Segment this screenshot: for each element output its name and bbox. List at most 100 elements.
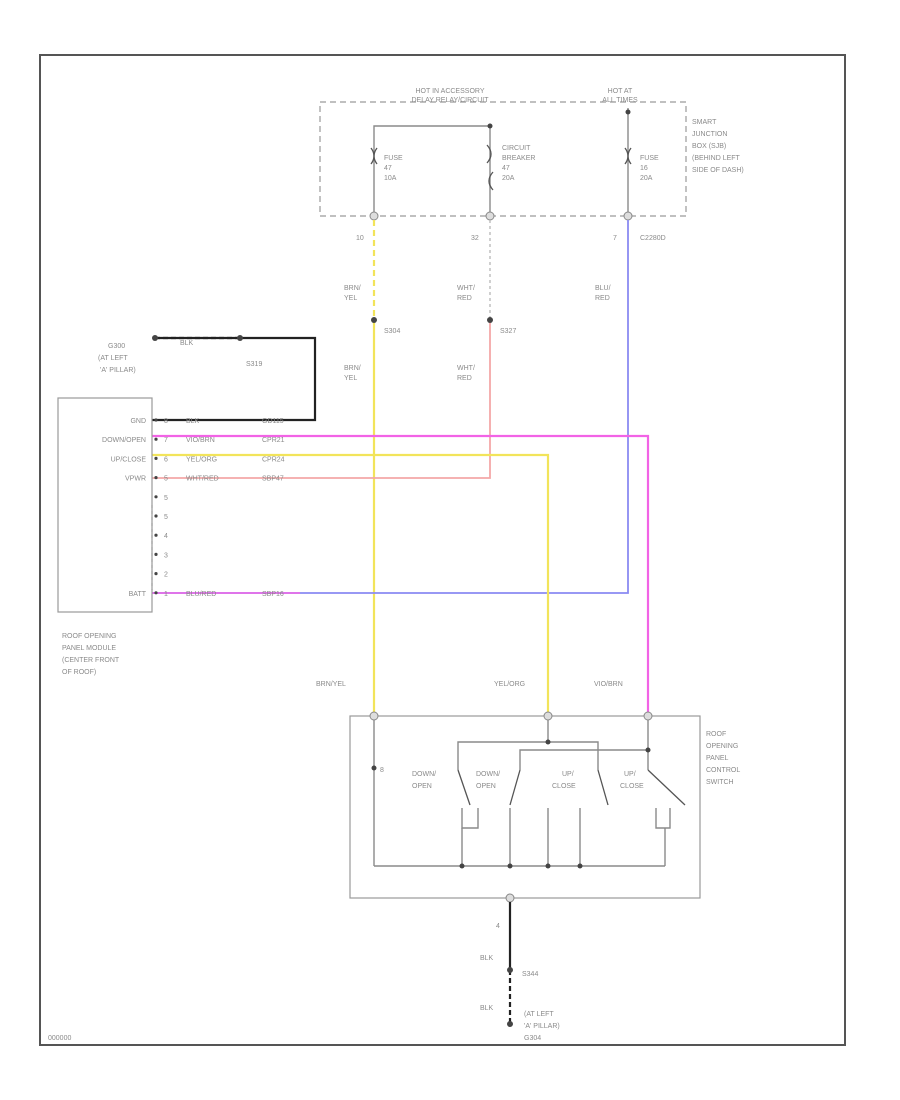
module-pin-terminal bbox=[154, 456, 158, 460]
switch-node-2 bbox=[645, 747, 651, 753]
fuse-b-line-1: FUSE bbox=[640, 155, 659, 162]
module-pin-label: UP/CLOSE bbox=[111, 456, 147, 463]
switch-bus-node-2 bbox=[507, 863, 513, 869]
contact-2-line-2: OPEN bbox=[476, 783, 496, 790]
ground-g300: BLK S319 G300 (AT LEFT 'A' PILLAR) bbox=[98, 335, 317, 422]
fuse-b-line-3: 20A bbox=[640, 175, 653, 182]
module-box bbox=[57, 397, 153, 613]
switch-name-5: SWITCH bbox=[706, 779, 734, 786]
module-pin-number: 2 bbox=[164, 572, 168, 579]
breaker-line-3: 47 bbox=[502, 165, 510, 172]
switch-pin-brn-yel bbox=[369, 711, 379, 721]
fuse-47-symbol bbox=[370, 147, 378, 165]
switch-name-1: ROOF bbox=[706, 731, 726, 738]
sjb-hot-label-1: HOT IN ACCESSORY bbox=[416, 88, 485, 95]
sjb-name-3: BOX (SJB) bbox=[692, 143, 726, 150]
switch-pin-yel-org bbox=[543, 711, 553, 721]
module-pin-label: GND bbox=[130, 418, 146, 425]
sjb-name-2: JUNCTION bbox=[692, 131, 727, 138]
switch-internal-yel bbox=[457, 720, 549, 770]
switch-internal-vio bbox=[519, 720, 649, 770]
module-pin-number: 5 bbox=[164, 514, 168, 521]
switch-internal-yel-2 bbox=[548, 741, 599, 770]
switch-bus-node-1 bbox=[459, 863, 465, 869]
splice-s344 bbox=[507, 967, 513, 973]
module-pin-circuit: SBP47 bbox=[262, 476, 284, 483]
contact-4-line-2: CLOSE bbox=[620, 783, 644, 790]
fuse-16-symbol bbox=[624, 147, 632, 165]
module-pin-circuit: GD115 bbox=[262, 418, 284, 425]
switch-name-4: CONTROL bbox=[706, 767, 740, 774]
contact-3-line-1: UP/ bbox=[562, 771, 574, 778]
module-name-2: PANEL MODULE bbox=[62, 645, 116, 652]
module-pin-number: 6 bbox=[164, 456, 168, 463]
ground-g304-point bbox=[507, 1021, 513, 1027]
module-pin-label: VPWR bbox=[125, 476, 146, 483]
module-pin-terminal bbox=[154, 591, 158, 595]
brn-yel-2-label-2: YEL bbox=[344, 375, 357, 382]
module-name-3: (CENTER FRONT bbox=[62, 657, 120, 664]
wire-wht-red bbox=[152, 320, 491, 479]
fuse-a-line-1: FUSE bbox=[384, 155, 403, 162]
ground-g300-label-3: 'A' PILLAR) bbox=[100, 367, 136, 374]
module-pin-wire: BLK bbox=[186, 418, 200, 425]
module-pin-circuit: SBP16 bbox=[262, 591, 284, 598]
breaker-symbol bbox=[486, 144, 494, 191]
diagram-frame bbox=[39, 54, 846, 1046]
module-pin-row: 3 bbox=[154, 552, 168, 559]
module-pin-number: 8 bbox=[164, 418, 168, 425]
fuse-a-line-2: 47 bbox=[384, 165, 392, 172]
module-name-4: OF ROOF) bbox=[62, 669, 96, 676]
splice-s304 bbox=[371, 317, 377, 323]
switch-pin-node bbox=[371, 765, 377, 771]
sjb-name-1: SMART bbox=[692, 119, 717, 126]
module-pin-terminal bbox=[154, 437, 158, 441]
module-pin-wire: YEL/ORG bbox=[186, 456, 217, 463]
wht-red-2-label-2: RED bbox=[457, 375, 472, 382]
breaker-line-4: 20A bbox=[502, 175, 515, 182]
module-pin-label: BATT bbox=[129, 591, 147, 598]
module-pin-number: 5 bbox=[164, 495, 168, 502]
sjb-name-4: (BEHIND LEFT bbox=[692, 155, 741, 162]
splice-1-label: S304 bbox=[384, 328, 400, 335]
module-pin-terminal bbox=[154, 552, 158, 557]
ground-g304: BLK S344 BLK (AT LEFT 'A' PILLAR) G304 bbox=[480, 902, 560, 1042]
ground-g300-label-2: (AT LEFT bbox=[98, 355, 128, 362]
brn-yel-2-label-1: BRN/ bbox=[344, 365, 361, 372]
wht-red-label-1: WHT/ bbox=[457, 285, 475, 292]
contact-2-line-1: DOWN/ bbox=[476, 771, 500, 778]
wire-yel-org bbox=[152, 453, 550, 712]
breaker-line-2: BREAKER bbox=[502, 155, 535, 162]
module-pin-number: 5 bbox=[164, 476, 168, 483]
sjb-pin-a-label: 10 bbox=[356, 235, 364, 242]
module-pin-terminal bbox=[154, 514, 158, 518]
switch-wire-3-label: VIO/BRN bbox=[594, 681, 623, 688]
roof-opening-panel-control-switch: BRN/YEL YEL/ORG VIO/BRN 8 DOWN/ bbox=[316, 681, 740, 930]
module-pin-row: 5 bbox=[154, 495, 168, 502]
fuse-a-line-3: 10A bbox=[384, 175, 397, 182]
ground-g304-label-2: 'A' PILLAR) bbox=[524, 1023, 560, 1030]
switch-contact-1-return bbox=[461, 808, 479, 829]
colored-wires: S304 S327 BRN/ YEL WHT/ RED BLU/ RED BRN… bbox=[152, 220, 650, 712]
contact-4-line-1: UP/ bbox=[624, 771, 636, 778]
module-pin-circuit: CPR21 bbox=[262, 437, 285, 444]
fuse-b-line-2: 16 bbox=[640, 165, 648, 172]
sjb-pin-c-label: 7 bbox=[613, 235, 617, 242]
module-pin-label: DOWN/OPEN bbox=[102, 437, 146, 444]
blu-red-label-2: RED bbox=[595, 295, 610, 302]
switch-box bbox=[349, 715, 701, 899]
module-pin-wire: BLU/RED bbox=[186, 591, 216, 598]
ground-g300-point bbox=[152, 335, 158, 341]
module-pin-row: 4 bbox=[154, 533, 168, 540]
sjb-hot-node bbox=[625, 109, 631, 115]
switch-contact-3 bbox=[597, 769, 609, 806]
ground-g304-label-1: (AT LEFT bbox=[524, 1011, 554, 1018]
splice-2-label: S327 bbox=[500, 328, 516, 335]
module-pin-circuit: CPR24 bbox=[262, 456, 285, 463]
switch-pin-label: 8 bbox=[380, 767, 384, 774]
switch-bus-node-3 bbox=[545, 863, 551, 869]
switch-ground-pin bbox=[505, 893, 515, 903]
